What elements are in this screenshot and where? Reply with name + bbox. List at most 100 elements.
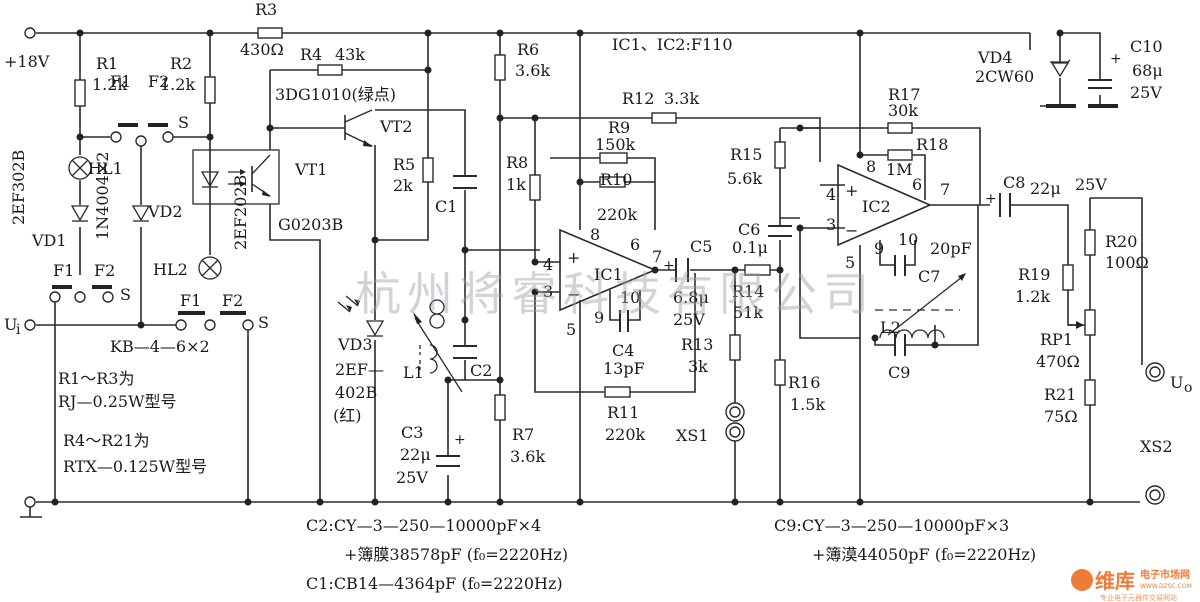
- resistor-r4: [317, 64, 343, 76]
- svg-text:C3: C3: [401, 423, 423, 442]
- terminal-ui: [24, 319, 36, 331]
- inductor-l1: [413, 299, 463, 393]
- svg-text:470Ω: 470Ω: [1036, 352, 1080, 371]
- site-logo[interactable]: 维库 电子市场网 WWW.DZSC.COM 专业电子元器件交易网站: [1071, 568, 1192, 602]
- svg-text:电子市场网: 电子市场网: [1140, 568, 1190, 581]
- capacitor-c7: [894, 255, 906, 276]
- supply-label: +18V: [4, 52, 50, 71]
- svg-text:2EF302B: 2EF302B: [9, 150, 28, 225]
- zener-vd4: [1046, 59, 1118, 108]
- svg-text:o: o: [1184, 380, 1192, 396]
- svg-text:R19: R19: [1018, 265, 1050, 284]
- led-vd3: [337, 295, 385, 337]
- capacitor-c5: +: [663, 258, 689, 282]
- svg-text:C6: C6: [738, 220, 760, 239]
- note-c9-line2: +簿漠44050pF (f₀=2220Hz): [812, 545, 1036, 564]
- resistor-r21: [1084, 379, 1096, 406]
- svg-text:R9: R9: [608, 118, 630, 137]
- svg-text:25V: 25V: [1075, 175, 1107, 194]
- svg-text:专业电子元器件交易网站: 专业电子元器件交易网站: [1100, 593, 1177, 602]
- resistor-r9: [599, 152, 628, 164]
- svg-text:R16: R16: [788, 373, 820, 392]
- svg-text:4: 4: [543, 255, 553, 274]
- svg-text:R14: R14: [732, 282, 764, 301]
- svg-text:R20: R20: [1105, 232, 1137, 251]
- resistor-r20: [1084, 229, 1096, 256]
- transistor-vt2: [344, 109, 373, 147]
- svg-text:3DG1010(绿点): 3DG1010(绿点): [275, 85, 396, 104]
- svg-text:C2: C2: [470, 361, 492, 380]
- svg-text:7: 7: [940, 180, 950, 199]
- svg-text:G0203B: G0203B: [278, 215, 343, 234]
- svg-text:R11: R11: [607, 403, 639, 422]
- svg-text:−: −: [845, 221, 858, 240]
- svg-text:VT1: VT1: [294, 160, 327, 179]
- svg-text:C8: C8: [1003, 173, 1025, 192]
- svg-text:7: 7: [652, 247, 662, 266]
- capacitor-c9: [894, 334, 906, 356]
- svg-text:10: 10: [898, 230, 918, 249]
- resistor-r3: [257, 27, 283, 39]
- capacitor-c2: [453, 345, 477, 359]
- svg-text:402B: 402B: [335, 383, 377, 402]
- capacitor-c10: +: [1088, 51, 1122, 89]
- lamp-hl1: [68, 156, 92, 180]
- svg-text:43k: 43k: [335, 45, 365, 64]
- svg-text:WWW.DZSC.COM: WWW.DZSC.COM: [1140, 583, 1192, 590]
- svg-text:−: −: [567, 285, 580, 304]
- svg-text:30k: 30k: [888, 101, 918, 120]
- svg-text:RJ—0.25W型号: RJ—0.25W型号: [58, 392, 177, 411]
- svg-text:S: S: [120, 285, 131, 304]
- svg-text:VD4: VD4: [977, 48, 1013, 67]
- svg-text:2k: 2k: [393, 176, 413, 195]
- component-notes: C2:CY—3—250—10000pF×4 +簿膜38578pF (f₀=222…: [306, 516, 1036, 593]
- opto-diode: [200, 169, 246, 188]
- svg-text:10: 10: [620, 288, 640, 307]
- svg-text:R12: R12: [622, 89, 654, 108]
- svg-text:RP1: RP1: [1040, 330, 1073, 349]
- svg-text:150k: 150k: [595, 135, 636, 154]
- svg-text:KB—4—6×2: KB—4—6×2: [110, 337, 210, 356]
- svg-text:R15: R15: [730, 145, 762, 164]
- switch-kb-4-6x2: [52, 123, 246, 315]
- terminals: [20, 27, 1165, 518]
- svg-text:+: +: [454, 432, 466, 448]
- capacitor-c4: [619, 310, 629, 332]
- resistor-r18: [887, 149, 913, 161]
- svg-text:6: 6: [630, 235, 640, 254]
- svg-text:3k: 3k: [688, 357, 708, 376]
- svg-text:6: 6: [912, 175, 922, 194]
- junction-dots: [51, 29, 1094, 506]
- resistor-r14: [744, 264, 771, 276]
- svg-text:20pF: 20pF: [930, 239, 972, 258]
- svg-text:+: +: [845, 181, 858, 200]
- svg-text:R4: R4: [300, 45, 322, 64]
- svg-text:3.6k: 3.6k: [510, 447, 545, 466]
- svg-text:100Ω: 100Ω: [1105, 253, 1149, 272]
- svg-text:R6: R6: [517, 40, 539, 59]
- socket-xs1: [725, 402, 745, 442]
- svg-text:C10: C10: [1130, 37, 1163, 56]
- svg-text:R1～R3为: R1～R3为: [58, 369, 134, 388]
- capacitor-c3: +: [436, 432, 466, 467]
- svg-text:C5: C5: [690, 237, 712, 256]
- resistor-r6: [494, 54, 506, 81]
- svg-text:XS2: XS2: [1140, 437, 1173, 456]
- svg-text:5: 5: [845, 253, 855, 272]
- resistor-r8: [529, 174, 541, 201]
- resistor-r10: [599, 176, 626, 188]
- svg-text:C1: C1: [435, 197, 457, 216]
- svg-text:+: +: [1110, 51, 1122, 67]
- terminal-plus18v: [24, 27, 36, 39]
- svg-text:22μ: 22μ: [400, 445, 431, 464]
- socket-xs2: [1145, 485, 1165, 505]
- svg-text:R4～R21为: R4～R21为: [63, 431, 150, 450]
- resistor-r2: [204, 76, 216, 104]
- svg-text:L1: L1: [403, 363, 424, 382]
- diode-vd2: [131, 205, 151, 222]
- diode-vd1: [70, 205, 90, 222]
- svg-text:IC2: IC2: [862, 197, 891, 216]
- svg-text:C9: C9: [888, 363, 910, 382]
- svg-text:F2: F2: [94, 261, 115, 280]
